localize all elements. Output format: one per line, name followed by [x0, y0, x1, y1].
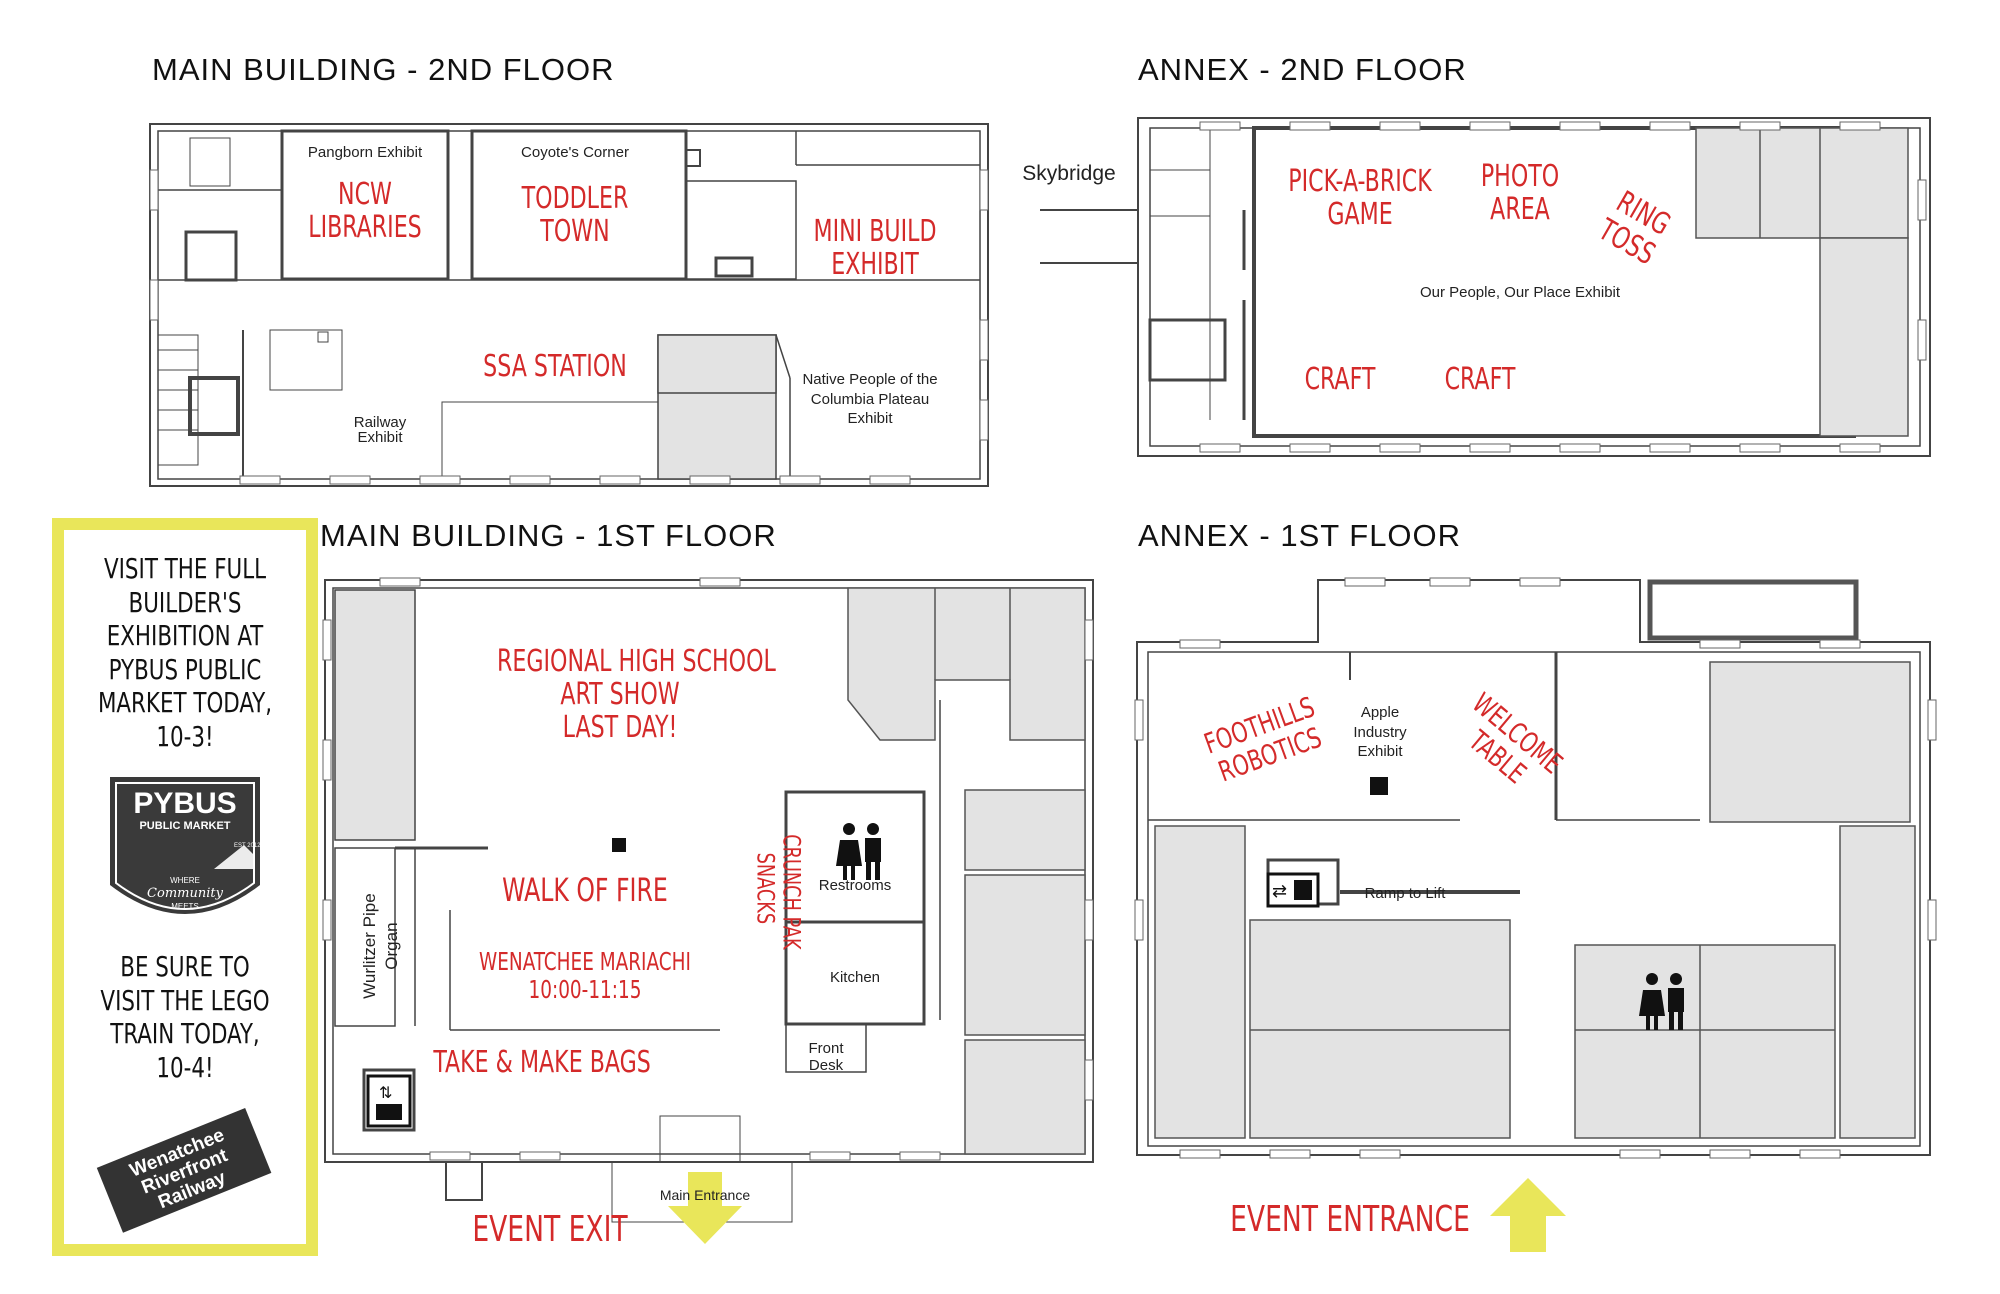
event-exit-label: EVENT EXIT: [472, 1209, 628, 1250]
restroom-icon: [1639, 973, 1684, 1030]
main-2nd-floor-plan: [149, 123, 989, 487]
svg-text:MEETS: MEETS: [171, 902, 199, 911]
restroom-icon: [836, 823, 881, 880]
main-1st-floor-plan: [324, 579, 1094, 1223]
svg-text:PYBUS: PYBUS: [133, 787, 236, 820]
take-and-make-bags-label: TAKE & MAKE BAGS: [433, 1045, 651, 1080]
title-main-2nd-floor: MAIN BUILDING - 2ND FLOOR: [152, 52, 615, 87]
column-marker: [612, 838, 626, 852]
svg-text:Community: Community: [147, 886, 224, 901]
skybridge: [1040, 209, 1138, 264]
event-entrance-arrow: [1490, 1178, 1566, 1252]
riverfront-railway-logo: Wenatchee Riverfront Railway: [96, 1107, 272, 1233]
craft-label-1: CRAFT: [1304, 362, 1376, 397]
annex-1st-shaded: [1154, 661, 1916, 1139]
coyotes-corner-label: Coyote's Corner: [521, 144, 629, 161]
craft-label-2: CRAFT: [1444, 362, 1516, 397]
restrooms-label: Restrooms: [818, 877, 892, 894]
event-entrance-label: EVENT ENTRANCE: [1230, 1199, 1470, 1240]
event-exit-arrow: [668, 1172, 742, 1244]
main-1st-shaded: [847, 587, 1086, 1155]
pangborn-exhibit-label: Pangborn Exhibit: [307, 144, 423, 161]
skybridge-label: Skybridge: [1022, 162, 1116, 185]
svg-text:EST 2012: EST 2012: [234, 843, 261, 849]
elevator-icon: ⇅: [366, 1074, 412, 1128]
svg-text:WHERE: WHERE: [170, 876, 200, 885]
ramp-to-lift-label: Ramp to Lift: [1364, 885, 1446, 902]
main-entrance-label: Main Entrance: [659, 1187, 751, 1203]
svg-text:⇅: ⇅: [379, 1083, 392, 1102]
title-main-1st-floor: MAIN BUILDING - 1ST FLOOR: [320, 518, 777, 553]
annex-2nd-windows: [1199, 121, 1927, 453]
annex-2nd-floor-plan: [1137, 117, 1931, 457]
our-people-exhibit-label: Our People, Our Place Exhibit: [1419, 284, 1621, 301]
title-annex-1st-floor: ANNEX - 1ST FLOOR: [1138, 518, 1462, 553]
walk-of-fire-label: WALK OF FIRE: [502, 871, 668, 909]
main-1st-windows: [322, 577, 1094, 1161]
ssa-station-label: SSA STATION: [483, 349, 627, 384]
lift-icon: ⇄: [1266, 872, 1320, 908]
svg-text:PUBLIC MARKET: PUBLIC MARKET: [139, 820, 230, 832]
title-annex-2nd-floor: ANNEX - 2ND FLOOR: [1138, 52, 1467, 87]
kitchen-label: Kitchen: [829, 969, 881, 986]
column-marker: [1370, 777, 1388, 795]
annex-1st-floor-plan: [1136, 579, 1931, 1156]
annex-2nd-shaded: [1695, 127, 1909, 437]
main-2nd-windows: [149, 169, 989, 485]
pybus-logo: PYBUS PUBLIC MARKET EST 2012 WHERE Commu…: [110, 777, 261, 914]
svg-text:⇄: ⇄: [1272, 881, 1287, 902]
annex-1st-windows: [1134, 577, 1937, 1159]
